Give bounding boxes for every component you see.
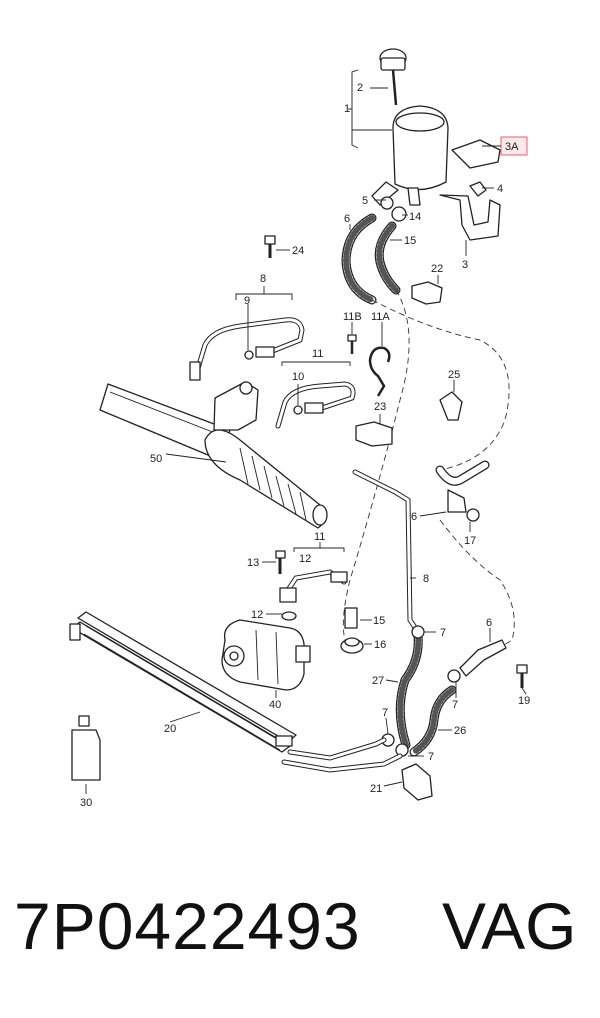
pressure-line-9 (189, 317, 305, 381)
callout-2: 2 (357, 82, 363, 94)
power-steering-parts-diagram: 1 2 3A 4 5 14 6 15 3 24 22 8 9 11B 11A 1… (69, 48, 530, 809)
callout-19: 19 (518, 695, 530, 707)
callout-25: 25 (448, 369, 460, 381)
bolt-13 (275, 550, 286, 574)
callout-12-top: 12 (299, 553, 311, 565)
callout-11b: 11B (343, 311, 362, 323)
callout-15-low: 15 (373, 615, 385, 627)
reservoir-nut (469, 181, 487, 197)
callout-6-top: 6 (344, 213, 350, 225)
callout-7c: 7 (382, 707, 388, 719)
pressure-line-11 (275, 381, 356, 429)
brand-name: VAG (442, 889, 577, 963)
bracket-6-lower (459, 639, 507, 677)
callout-13: 13 (247, 557, 259, 569)
part-number: 7P0422493 (14, 889, 361, 963)
reservoir-bracket (439, 139, 501, 241)
seal-12 (281, 611, 297, 621)
callout-15-top: 15 (404, 235, 416, 247)
callout-8-low: 8 (423, 573, 429, 585)
clamp-7b (447, 669, 461, 683)
callout-1: 1 (344, 103, 350, 115)
callout-16: 16 (374, 639, 386, 651)
callout-24: 24 (292, 245, 304, 257)
callout-11-mid: 11 (312, 348, 323, 360)
callout-26: 26 (454, 725, 466, 737)
clamp-7a (411, 625, 425, 639)
callout-11a: 11A (371, 311, 390, 323)
callout-23: 23 (374, 401, 386, 413)
callout-40: 40 (269, 699, 281, 711)
callout-50: 50 (150, 453, 162, 465)
callout-12-low: 12 (251, 609, 263, 621)
hose-clamp-6-right (435, 460, 490, 522)
callout-3: 3 (462, 259, 468, 271)
callout-14: 14 (409, 211, 421, 223)
clip-22 (411, 281, 443, 305)
bolt-11b (347, 334, 357, 354)
callout-6-lower: 6 (486, 617, 492, 629)
callout-8-top: 8 (260, 273, 266, 285)
reservoir (371, 105, 449, 206)
fluid-bottle-30 (71, 715, 101, 781)
callout-4: 4 (497, 183, 503, 195)
reservoir-clamps (380, 196, 407, 222)
clamp-16 (340, 637, 364, 654)
oil-cooler-20 (69, 611, 297, 753)
bolt-24 (264, 235, 276, 258)
callout-7d: 7 (428, 751, 434, 763)
callout-10: 10 (292, 371, 304, 383)
callout-30: 30 (80, 797, 92, 809)
callout-7a: 7 (440, 627, 446, 639)
reservoir-cap (379, 48, 407, 106)
bolt-19 (516, 664, 528, 688)
pressure-line-12 (279, 569, 348, 603)
leader-lines (85, 69, 527, 794)
callout-27: 27 (372, 675, 384, 687)
callout-20: 20 (164, 723, 176, 735)
callout-17: 17 (464, 535, 476, 547)
callout-3a: 3A (505, 141, 519, 153)
callout-5: 5 (362, 195, 368, 207)
callout-22: 22 (431, 263, 443, 275)
steering-pump-40 (221, 619, 311, 691)
callout-9: 9 (244, 295, 250, 307)
callout-21: 21 (370, 783, 382, 795)
callout-6-right: 6 (411, 511, 417, 523)
clamp-7d (395, 743, 409, 757)
steering-rack-50 (99, 381, 328, 529)
clip-25 (439, 391, 463, 421)
hose-15 (344, 607, 358, 629)
callout-7b: 7 (452, 699, 458, 711)
clip-23 (355, 421, 393, 447)
callout-labels: 1 2 3A 4 5 14 6 15 3 24 22 8 9 11B 11A 1… (80, 82, 530, 809)
callout-11-low: 11 (314, 531, 325, 543)
hook-11a (368, 346, 391, 397)
bracket-21 (401, 763, 433, 801)
